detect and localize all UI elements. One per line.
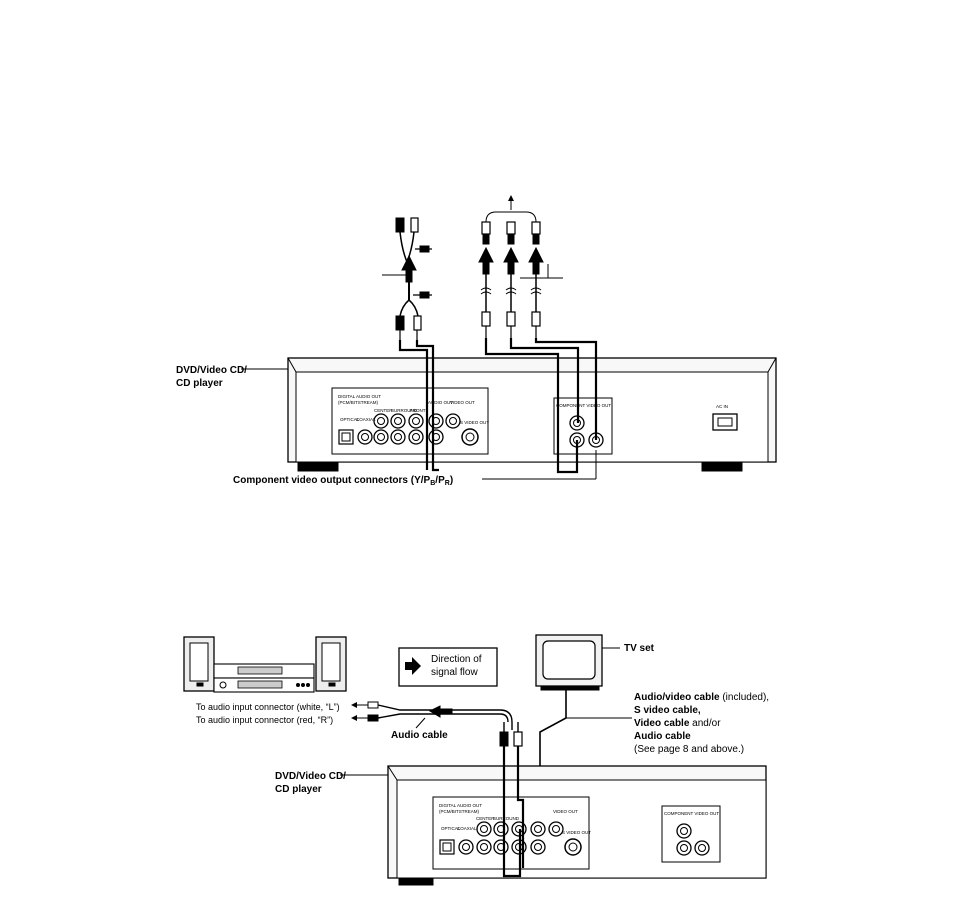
- video-out-label-b: VIDEO OUT: [553, 809, 578, 814]
- optical-label: OPTICAL: [340, 417, 360, 422]
- center-label: CENTER: [374, 408, 393, 413]
- audio-cable-label: Audio cable: [391, 730, 448, 741]
- cable-list-line-4: Audio cable: [634, 731, 691, 742]
- stereo-system: [183, 636, 347, 693]
- legend-line-1: Direction of: [431, 654, 482, 665]
- player-label-top-1: DVD/Video CD/: [176, 365, 247, 376]
- pcm-label-b: (PCM/BITSTREAM): [439, 809, 480, 814]
- bottom-diagram: Direction of signal flow TV set: [183, 634, 769, 886]
- component-out-label-b: COMPONENT VIDEO OUT: [664, 811, 719, 816]
- front-label: FRONT: [410, 408, 426, 413]
- coaxial-label: COAXIAL: [356, 417, 376, 422]
- coaxial-label-b: COAXIAL: [457, 826, 477, 831]
- player-label-top-2: CD player: [176, 378, 223, 389]
- panel-labels-bottom: DIGITAL AUDIO OUT (PCM/BITSTREAM) OPTICA…: [439, 803, 719, 835]
- video-out-label: VIDEO OUT: [450, 400, 475, 405]
- dvd-player-bottom: [340, 746, 767, 886]
- tv-label: TV set: [624, 643, 655, 654]
- pcm-label: (PCM/BITSTREAM): [338, 400, 379, 405]
- top-diagram: DIGITAL AUDIO OUT (PCM/BITSTREAM) OPTICA…: [176, 195, 777, 487]
- audio-input-white-label: To audio input connector (white, “L”): [196, 702, 340, 712]
- surround-label-b: SURROUND: [493, 816, 520, 821]
- cable-list-line-5: (See page 8 and above.): [634, 744, 744, 755]
- cable-list-line-2: S video cable,: [634, 705, 701, 716]
- optical-label-b: OPTICAL: [441, 826, 461, 831]
- dvd-player-top: [241, 338, 777, 480]
- digital-out-label: DIGITAL AUDIO OUT: [338, 394, 381, 399]
- panel-labels-top: DIGITAL AUDIO OUT (PCM/BITSTREAM) OPTICA…: [338, 394, 728, 425]
- cable-list: Audio/video cable (included), S video ca…: [634, 692, 769, 755]
- audio-cable-pair-top: [382, 217, 432, 340]
- s-video-out-label: S VIDEO OUT: [460, 420, 489, 425]
- component-out-label: COMPONENT VIDEO OUT: [556, 403, 611, 408]
- s-video-out-label-b: S VIDEO OUT: [562, 830, 591, 835]
- audio-out-label: AUDIO OUT: [428, 400, 453, 405]
- cable-list-line-1: Audio/video cable (included),: [634, 692, 769, 703]
- tv-set: [535, 634, 620, 691]
- audio-input-red-label: To audio input connector (red, “R”): [196, 715, 333, 725]
- cable-list-line-3: Video cable and/or: [634, 718, 721, 729]
- digital-out-label-b: DIGITAL AUDIO OUT: [439, 803, 482, 808]
- legend-line-2: signal flow: [431, 667, 478, 678]
- player-label-bottom-1: DVD/Video CD/: [275, 771, 346, 782]
- signal-flow-arrow-icon: [405, 657, 421, 675]
- component-cable-trio: [478, 195, 563, 338]
- surround-label: SURROUND: [391, 408, 418, 413]
- signal-flow-legend: Direction of signal flow: [398, 647, 498, 687]
- ac-in-label: AC IN: [716, 404, 728, 409]
- center-label-b: CENTER: [476, 816, 495, 821]
- component-connectors-label: Component video output connectors (Y/PB/…: [233, 475, 453, 487]
- player-label-bottom-2: CD player: [275, 784, 322, 795]
